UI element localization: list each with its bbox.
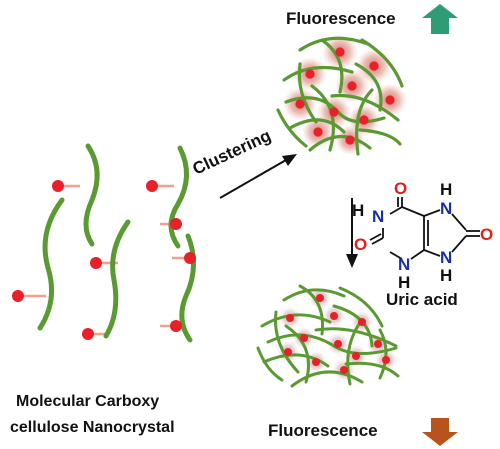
quenched-cluster [256,284,400,388]
clustering-label: Clustering [190,126,274,179]
atom-oxygen-top: O [394,179,407,198]
uric-acid-label: Uric acid [386,290,458,309]
arrow-up-icon [422,4,458,34]
quenched-dots [284,294,390,374]
fluorescent-cluster [276,34,407,156]
quenched-fibers [256,284,400,388]
nanocrystal-strands [12,143,196,343]
atom-nitrogen-n7: N [440,199,452,218]
uric-acid-structure: O H N O N H H N O N H [352,179,493,292]
strand-dots [12,180,196,340]
molecule-label-line1: Molecular Carboxy [16,393,159,410]
atom-nitrogen-n3: N [398,255,410,274]
cluster-dots [295,47,395,145]
atom-nitrogen-n9: N [440,248,452,267]
atom-oxygen-right: O [480,225,493,244]
atom-hydrogen-n7: H [440,180,452,199]
atom-oxygen-left: O [354,235,367,254]
binding-arrow [346,198,358,268]
atom-nitrogen-n1: N [372,207,384,226]
fluorescence-top-label: Fluorescence [286,9,396,28]
strand-fibers [37,143,196,343]
atom-hydrogen-n9: H [440,266,452,285]
atom-hydrogen-n1: H [352,201,364,220]
clustering-arrow [219,154,297,199]
atom-hydrogen-n3: H [398,273,410,292]
fluorescence-bottom-label: Fluorescence [268,421,378,440]
molecule-label-line2: cellulose Nanocrystal [10,419,175,436]
arrow-down-icon [422,418,458,446]
